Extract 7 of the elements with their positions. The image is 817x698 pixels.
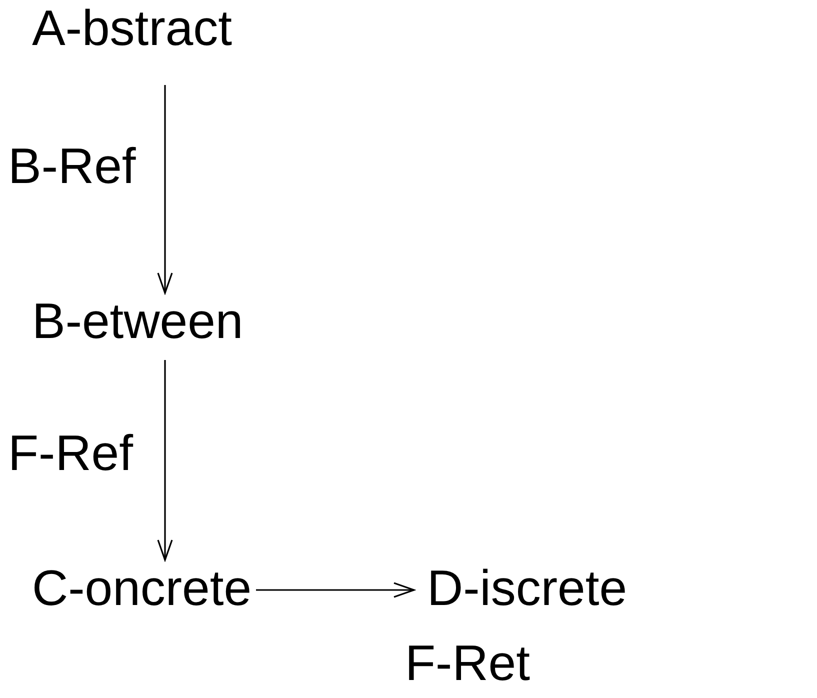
arrow	[256, 582, 415, 598]
arrow	[157, 360, 173, 561]
node-label: A-bstract	[32, 0, 232, 56]
node-label: B-etween	[32, 293, 244, 349]
node-label: D-iscrete	[427, 560, 628, 616]
arrow	[157, 85, 173, 294]
node-label: C-oncrete	[32, 560, 252, 616]
